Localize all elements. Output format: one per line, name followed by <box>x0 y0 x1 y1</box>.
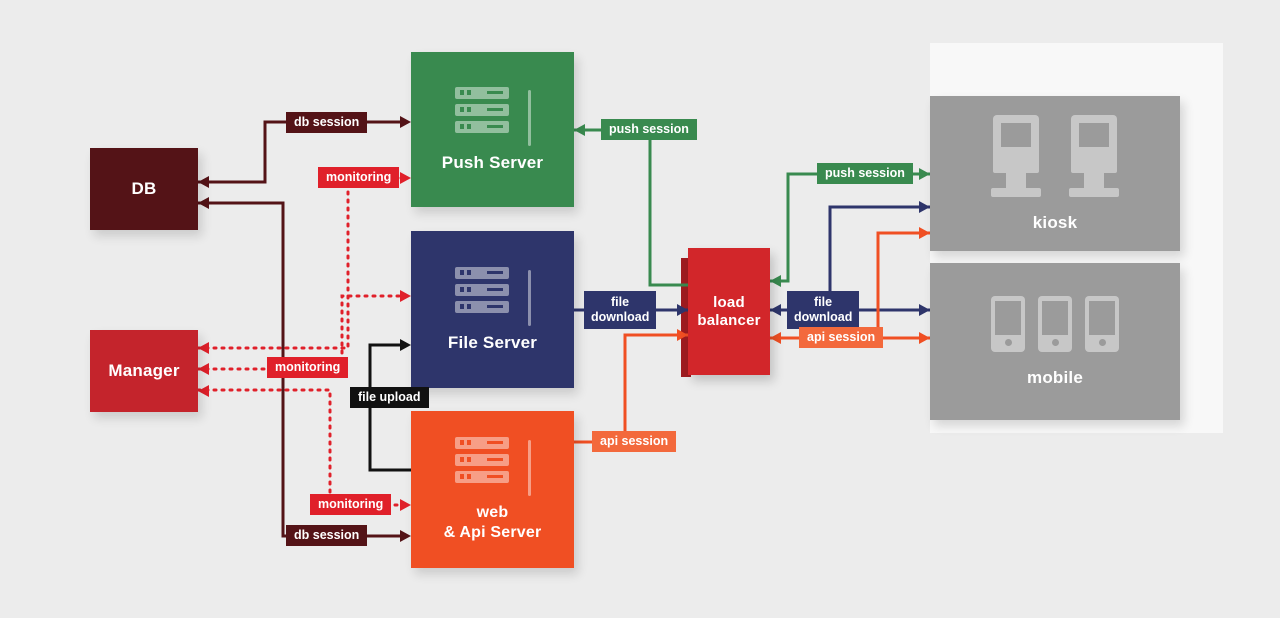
server-rack-bar <box>454 283 509 296</box>
edge-label-api-session-left: api session <box>592 431 677 452</box>
edge-label-file-upload: file upload <box>350 387 429 408</box>
kiosk-screen <box>1079 122 1109 147</box>
edge-push-session-arrowheads <box>574 124 930 287</box>
server-rack-bar <box>454 86 509 99</box>
node-web-api-server: web & Api Server <box>411 411 574 568</box>
node-kiosk: kiosk <box>930 96 1180 251</box>
server-rack-bar <box>454 266 509 279</box>
node-mobile: mobile <box>930 263 1180 420</box>
server-rack-bar <box>454 453 509 466</box>
edge-monitoring-lines <box>196 176 408 507</box>
node-manager: Manager <box>90 330 198 412</box>
manager-label: Manager <box>108 361 180 380</box>
server-rack-bar <box>454 120 509 133</box>
node-push-server: Push Server <box>411 52 574 207</box>
kiosk-base <box>991 187 1041 197</box>
mobile-phone-icon <box>1038 295 1072 352</box>
edge-label-monitoring-push: monitoring <box>318 167 400 188</box>
server-icon <box>454 86 531 146</box>
file-server-label: File Server <box>447 332 538 352</box>
kiosk-icon <box>1069 114 1119 197</box>
edge-db-session-arrowheads <box>198 116 411 542</box>
web-api-server-label: web & Api Server <box>443 503 542 541</box>
mobile-phone-icon <box>991 295 1025 352</box>
edge-label-file-download-left: file download <box>584 291 656 329</box>
server-rack-bar <box>454 436 509 449</box>
edge-monitoring-arrowheads <box>198 172 411 511</box>
kiosk-icon <box>991 114 1041 197</box>
node-file-server: File Server <box>411 231 574 388</box>
node-load-balancer: load balancer <box>688 248 770 375</box>
server-icon <box>454 436 531 496</box>
server-icon <box>454 266 531 326</box>
push-server-label: Push Server <box>441 152 544 172</box>
server-rack-bar <box>454 470 509 483</box>
mobile-icons <box>991 295 1119 352</box>
kiosk-neck <box>1006 172 1026 188</box>
edge-api-session-arrowheads <box>677 227 930 344</box>
server-rail <box>527 89 531 146</box>
edge-label-api-session-right: api session <box>799 327 884 348</box>
kiosk-base <box>1069 187 1119 197</box>
edge-label-file-download-right: file download <box>787 291 859 329</box>
server-rack-bar <box>454 300 509 313</box>
edge-file-download-arrowheads <box>677 201 930 316</box>
edge-label-push-session-left: push session <box>601 119 697 140</box>
edge-label-db-session-bottom: db session <box>286 525 368 546</box>
db-label: DB <box>131 179 157 198</box>
load-balancer-label: load balancer <box>697 293 761 329</box>
edge-label-monitoring-file: monitoring <box>267 357 349 378</box>
edge-label-db-session-top: db session <box>286 112 368 133</box>
mobile-label: mobile <box>1027 367 1083 387</box>
kiosk-icons <box>991 114 1119 197</box>
load-balancer-shadow <box>681 258 691 377</box>
kiosk-neck <box>1084 172 1104 188</box>
kiosk-screen <box>1001 122 1031 147</box>
server-rack-bar <box>454 103 509 116</box>
server-rail <box>527 269 531 326</box>
edge-label-push-session-right: push session <box>817 163 913 184</box>
server-rail <box>527 439 531 496</box>
mobile-phone-icon <box>1085 295 1119 352</box>
edge-label-monitoring-web: monitoring <box>310 494 392 515</box>
kiosk-label: kiosk <box>1032 212 1078 232</box>
edge-file-upload-arrowhead <box>400 339 411 351</box>
node-db: DB <box>90 148 198 230</box>
